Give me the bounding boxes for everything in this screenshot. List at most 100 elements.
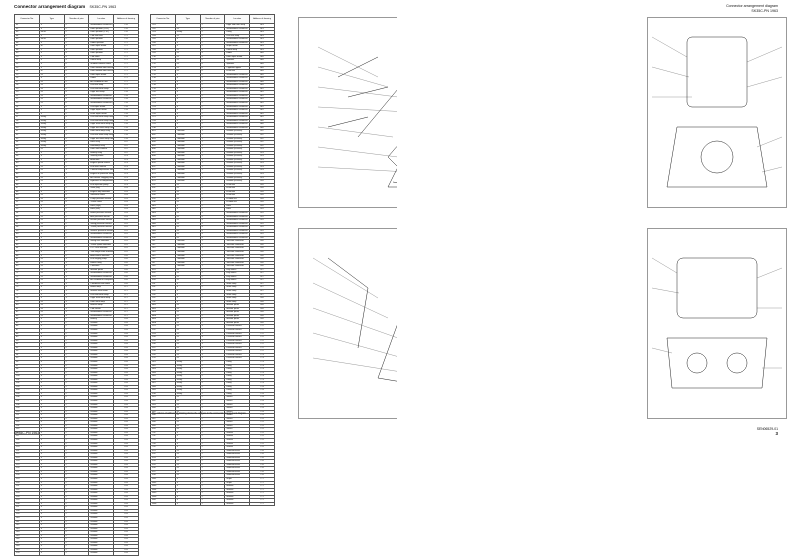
header-location: Location <box>224 14 251 24</box>
cell-location: Coolant temperature sensor <box>88 168 115 173</box>
cell-pins: 2 <box>199 501 226 507</box>
cell-location: Intermediate connector <box>224 235 251 241</box>
cell-location: Intermediate connector <box>224 228 251 234</box>
cell-location: Ground <box>88 551 115 556</box>
cell-location: Intermediate connector <box>224 86 251 92</box>
cell-location: Intermediate connector <box>88 235 115 241</box>
cell-location: Intermediate connector <box>224 97 251 102</box>
cell-type: X <box>174 501 201 507</box>
cell-location: Intermediate connector <box>224 26 251 32</box>
cell-location: Hydraulic oil temperature sensor <box>88 179 115 184</box>
cell-location: Intermediate connector <box>224 232 251 237</box>
header-connector-no: Connector No. <box>14 14 40 24</box>
header-pins: Number of pins <box>199 14 226 24</box>
header-address: Address of drawing <box>113 14 139 24</box>
wiring-drawing-3 <box>651 36 783 188</box>
diagram-engine-detail <box>647 228 787 419</box>
cell-location: Swing pressure sensor <box>88 221 115 227</box>
cell-location: Rear window limit switch <box>88 69 115 74</box>
cell-location: Bucket pressure sensor <box>88 218 115 223</box>
cell-location: Travel pressure sensor <box>88 225 115 230</box>
cell-location: Pump pressure sensor <box>88 196 115 202</box>
cell-location: Intermediate connector <box>224 111 251 117</box>
cell-location: Left rear work lamp relay <box>88 133 115 138</box>
cell-location: Rear window limit switch <box>88 65 115 71</box>
cell-connector-no: 150 <box>14 551 40 556</box>
cell-location: Intermediate connector (front) <box>88 97 115 102</box>
header-type: Type <box>38 14 65 24</box>
cell-location: Intermediate connector <box>224 218 251 223</box>
cell-location: Rear work lamp relay <box>88 129 115 134</box>
cell-location: Intermediate connector <box>224 90 251 95</box>
cell-location: Engine oil pressure switch <box>88 172 115 177</box>
cell-location: Intermediate connector <box>224 40 251 46</box>
cell-location: Service pressure sensor <box>88 228 115 234</box>
cell-location: Intermediate connector <box>224 115 251 120</box>
cell-location: Right rear work lamp relay <box>88 125 115 131</box>
cell-location: Intermediate connector <box>88 313 115 319</box>
diagram-frame <box>647 17 787 208</box>
cell-location: Intermediate connector <box>224 118 251 124</box>
left-page: Connector arrangement diagram SK35C-PN 1… <box>0 0 630 556</box>
cell-location: Intermediate connector <box>224 125 251 131</box>
right-page: Connector arrangement diagram SK35C-PN 1… <box>397 0 794 439</box>
cell-address: D-8 <box>113 551 139 556</box>
diagram-cab-detail <box>647 17 787 208</box>
cell-location: Intermediate connector <box>224 225 251 230</box>
connector-table: Connector No. Type Number of pins Locati… <box>150 14 275 507</box>
cell-type: X <box>38 551 65 556</box>
cell-location: Intermediate connector <box>224 79 251 85</box>
cell-pins: 2 <box>63 551 90 556</box>
cell-location: Intermediate connector <box>224 93 251 99</box>
header-type: Type <box>174 14 201 24</box>
cell-location: Right front work lamp <box>88 296 115 301</box>
cell-location: Intermediate connector <box>224 76 251 81</box>
cell-location: Intermediate connector <box>88 271 115 276</box>
doc-code: SEN06529-01 <box>756 426 778 431</box>
cell-connector-no: W08 <box>150 501 176 507</box>
page-footer: SK35C-PN 1963 <box>14 431 40 435</box>
cell-location: Intermediate connector <box>224 83 251 88</box>
cell-location: Air cleaner clogging sensor <box>88 175 115 181</box>
cell-location: Intermediate connector <box>224 101 251 106</box>
cell-location: Intermediate connector <box>224 37 251 42</box>
cell-location: Intermediate connector <box>224 211 251 216</box>
title-subtext: SK35C-PN 1963 <box>89 5 117 9</box>
cell-address: C-7 <box>249 501 275 507</box>
header-connector-no: Connector No. <box>150 14 176 24</box>
cell-location: Intermediate connector <box>88 274 115 280</box>
cell-location: Intermediate connector <box>224 122 251 127</box>
cell-location: Left front work lamp relay <box>88 115 115 120</box>
cell-location: Intermediate connector <box>224 72 251 78</box>
cell-location: Intermediate connector <box>224 214 251 220</box>
table-header-row: Connector No. Type Number of pins Locati… <box>150 14 275 24</box>
cell-location: Intermediate connector <box>224 221 251 227</box>
cell-location: Intermediate connector (R.H. speed) <box>88 23 115 28</box>
cell-location: Washer <box>224 501 251 507</box>
cell-location: Intermediate connector <box>224 108 251 113</box>
